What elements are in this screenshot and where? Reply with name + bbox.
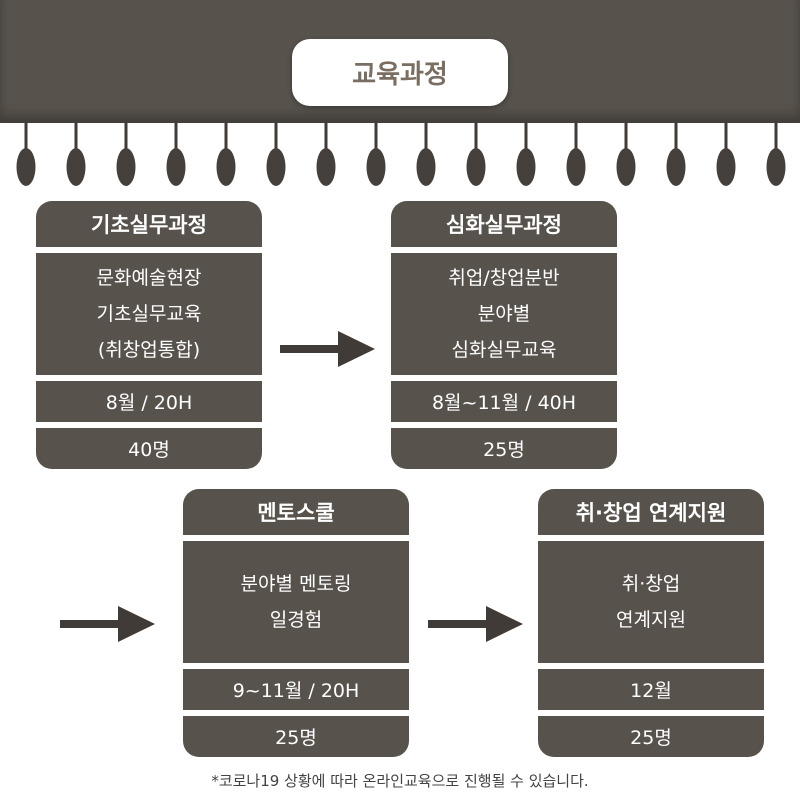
card-line: 일경험 xyxy=(269,609,323,631)
spoon-decoration-icon xyxy=(216,123,236,186)
card-line: 분야별 xyxy=(477,303,531,325)
card-title: 심화실무과정 xyxy=(391,201,617,247)
spoon-decoration-icon xyxy=(466,123,486,186)
card-line: 분야별 멘토링 xyxy=(240,573,352,595)
spoon-decoration-icon xyxy=(266,123,286,186)
card-line: 문화예술현장 xyxy=(96,267,202,289)
card-period: 9~11월 / 20H xyxy=(183,669,409,710)
card-title: 기초실무과정 xyxy=(36,201,262,247)
spoon-decoration-icon xyxy=(716,123,736,186)
spoon-decoration-icon xyxy=(616,123,636,186)
spoon-decoration-icon xyxy=(316,123,336,186)
card-count: 25명 xyxy=(391,428,617,469)
card-count: 25명 xyxy=(183,716,409,757)
card-period: 8월~11월 / 40H xyxy=(391,381,617,422)
spoon-decoration-icon xyxy=(366,123,386,186)
card-line: (취창업통합) xyxy=(97,339,201,361)
arrow-right-icon xyxy=(60,606,155,642)
page-title: 교육과정 xyxy=(292,39,508,106)
spoon-decoration-icon xyxy=(16,123,36,186)
card-line: 기초실무교육 xyxy=(96,303,202,325)
spoon-decoration-icon xyxy=(666,123,686,186)
card-title: 취·창업 연계지원 xyxy=(538,489,764,535)
card-count: 25명 xyxy=(538,716,764,757)
spoon-decoration-icon xyxy=(66,123,86,186)
card-line: 심화실무교육 xyxy=(451,339,557,361)
spoon-decoration-icon xyxy=(116,123,136,186)
card-count: 40명 xyxy=(36,428,262,469)
spoon-decoration-icon xyxy=(566,123,586,186)
card-period: 8월 / 20H xyxy=(36,381,262,422)
card-line: 연계지원 xyxy=(616,609,686,631)
spoon-decoration-icon xyxy=(516,123,536,186)
arrow-right-icon xyxy=(280,331,375,367)
spoon-decoration-icon xyxy=(166,123,186,186)
arrow-right-icon xyxy=(428,606,523,642)
card-title: 멘토스쿨 xyxy=(183,489,409,535)
card-period: 12월 xyxy=(538,669,764,710)
spoon-decoration-icon xyxy=(416,123,436,186)
spoon-decoration-icon xyxy=(766,123,786,186)
card-line: 취·창업 xyxy=(621,573,681,595)
footnote: *코로나19 상황에 따라 온라인교육으로 진행될 수 있습니다. xyxy=(211,772,589,790)
card-line: 취업/창업분반 xyxy=(448,267,560,289)
